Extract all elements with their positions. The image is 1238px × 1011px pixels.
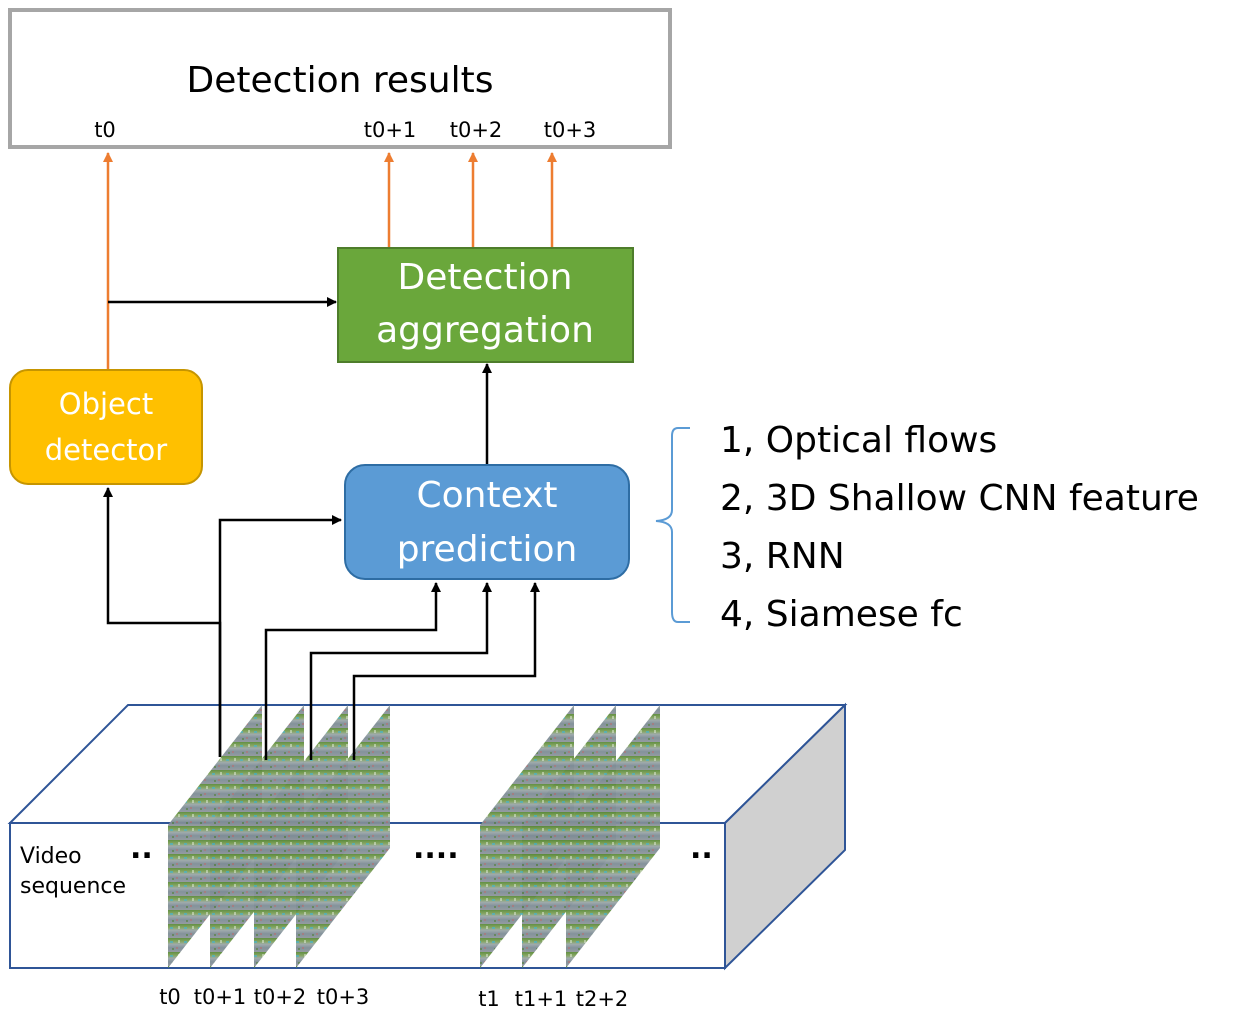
video-frame (566, 705, 660, 968)
result-time-label: t0+2 (450, 118, 503, 142)
context-label-line1: Context (416, 475, 557, 516)
frame-to-context-arrow (218, 515, 342, 757)
video-frame (296, 705, 390, 968)
methods-brace (655, 427, 690, 623)
frame-to-context-arrow (309, 582, 492, 760)
frame-to-context-arrow (264, 582, 441, 760)
frame-time-label: t0+2 (254, 985, 307, 1009)
frame-time-labels: t0 t0+1 t0+2 t0+3 t1 t1+1 t2+2 (159, 985, 628, 1011)
aggregation-label-line1: Detection (398, 257, 573, 298)
detector-label-line2: detector (45, 433, 168, 467)
detector-label-line1: Object (59, 387, 153, 421)
frame-time-label: t0+1 (194, 985, 247, 1009)
method-item: 3, RNN (720, 536, 845, 577)
method-item: 1, Optical flows (720, 420, 997, 461)
aggregation-label-line2: aggregation (376, 310, 594, 351)
frame-stack-group-2 (480, 705, 660, 968)
video-label-line1: Video (20, 844, 82, 869)
context-label-line2: prediction (397, 529, 578, 570)
frame-time-label: t1+1 (515, 987, 568, 1011)
frame-time-label: t0+3 (317, 985, 370, 1009)
ellipsis-left: .. (130, 831, 153, 866)
result-time-label: t0+3 (544, 118, 597, 142)
frame-connection-arrows (103, 487, 540, 760)
video-label-line2: sequence (20, 874, 126, 899)
orange-output-arrows (103, 152, 557, 370)
frame-stack-group-1 (168, 705, 390, 968)
frame-to-context-arrow (352, 582, 540, 760)
frame-time-label: t2+2 (576, 987, 629, 1011)
result-time-label: t0 (94, 118, 116, 142)
detection-results-title: Detection results (187, 60, 494, 101)
method-item: 4, Siamese fc (720, 594, 963, 635)
ellipsis-right: .. (690, 831, 713, 866)
detection-results-box: Detection results t0 t0+1 t0+2 t0+3 (8, 8, 672, 149)
frame-time-label: t0 (159, 985, 181, 1009)
methods-list: 1, Optical flows 2, 3D Shallow CNN featu… (720, 420, 1199, 635)
result-time-label: t0+1 (364, 118, 417, 142)
frame-time-label: t1 (478, 987, 500, 1011)
cube-top-face (7, 704, 848, 824)
method-item: 2, 3D Shallow CNN feature (720, 478, 1199, 519)
ellipsis-middle: .... (413, 831, 459, 866)
object-detector-box: Object detector (9, 369, 203, 485)
detection-aggregation-box: Detection aggregation (337, 247, 634, 363)
context-prediction-box: Context prediction (344, 464, 630, 580)
